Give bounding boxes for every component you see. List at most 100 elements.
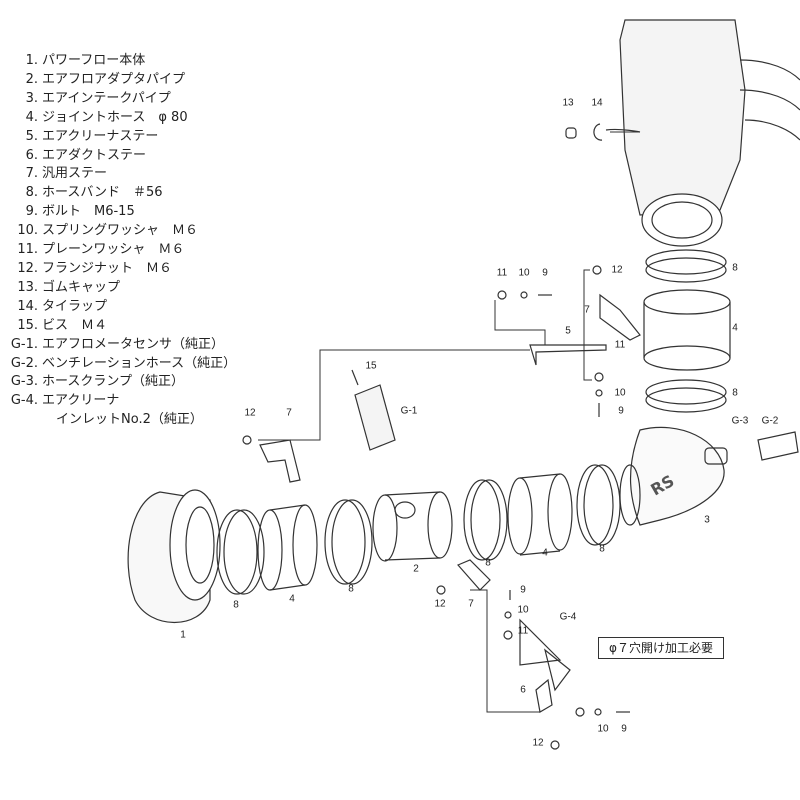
callout-label: 10 — [518, 267, 530, 279]
leader-lines — [258, 131, 640, 713]
callout-label: 9 — [621, 723, 627, 735]
parts-list-item: 4.ジョイントホース φ 80 — [8, 109, 236, 128]
drilling-note: φ７穴開け加工必要 — [598, 637, 724, 659]
callout-label: G-4 — [559, 611, 577, 623]
part-number: 3. — [25, 90, 38, 106]
callout-label: 4 — [542, 547, 548, 559]
parts-list-item: 2.エアフロアダプタパイプ — [8, 71, 236, 90]
parts-list-item: G-4.エアクリーナ — [8, 392, 236, 411]
parts-list-item: 3.エアインテークパイプ — [8, 90, 236, 109]
callout-label: 4 — [732, 322, 738, 334]
part-number: G-2. — [10, 355, 38, 371]
intake-pipe-drawing — [619, 426, 799, 526]
part-name: プレーンワッシャ Ｍ６ — [42, 242, 185, 258]
callout-label: 3 — [704, 514, 710, 526]
callout-label: 8 — [732, 387, 738, 399]
callout-label: 7 — [468, 598, 474, 610]
callout-label: 9 — [542, 267, 548, 279]
part-number: 4. — [25, 109, 38, 125]
part-number: 11. — [17, 242, 38, 258]
callout-label: 12 — [532, 737, 544, 749]
part-number: G-1. — [10, 336, 38, 352]
part-name: パワーフロー本体 — [42, 53, 146, 68]
part-name: エアインテークパイプ — [42, 90, 171, 106]
parts-list-item: 6.エアダクトステー — [8, 147, 236, 166]
part-name: ベンチレーションホース（純正） — [42, 355, 237, 371]
part-name: ジョイントホース φ 80 — [42, 109, 188, 125]
part-number: 2. — [25, 71, 38, 87]
parts-list-item: G-2.ベンチレーションホース（純正） — [8, 355, 236, 374]
part-name: 汎用ステー — [42, 166, 108, 182]
part-number: 14. — [17, 298, 38, 314]
part-name: エアフロアダプタパイプ — [42, 71, 186, 87]
part-number: 6. — [25, 147, 38, 163]
part-number: 1. — [25, 53, 38, 68]
parts-list-item: G-3.ホースクランプ（純正） — [8, 373, 236, 392]
part-name: タイラップ — [42, 298, 108, 314]
part-name: ビス Ｍ４ — [42, 317, 108, 333]
parts-list-item: 5.エアクリーナステー — [8, 128, 236, 147]
callout-label: 10 — [517, 604, 529, 616]
callout-label: 7 — [584, 304, 590, 316]
part-number: 5. — [25, 128, 38, 144]
part-number: 7. — [25, 166, 38, 182]
callout-label: 8 — [348, 583, 354, 595]
parts-list-item: G-1.エアフロメータセンサ（純正） — [8, 336, 236, 355]
callout-label: 2 — [413, 563, 419, 575]
callout-label: 6 — [520, 684, 526, 696]
part-name: スプリングワッシャ Ｍ６ — [42, 223, 199, 239]
throttle-body-drawing — [605, 19, 800, 247]
callout-label: 8 — [599, 543, 605, 555]
part-name: エアフロメータセンサ（純正） — [42, 336, 225, 352]
callout-label: 11 — [517, 625, 529, 637]
callout-label: 1 — [180, 629, 186, 641]
part-name: ホースバンド ＃56 — [42, 185, 163, 201]
parts-list-item: 10.スプリングワッシャ Ｍ６ — [8, 222, 236, 241]
part-name-continuation: インレットNo.2（純正） — [56, 412, 203, 428]
callout-label: G-2 — [761, 415, 779, 427]
parts-list-item: 7.汎用ステー — [8, 165, 236, 184]
part-name: ボルト M6-15 — [42, 204, 135, 220]
callout-label: 11 — [496, 267, 508, 279]
callout-label: 4 — [289, 593, 295, 605]
callout-label: 8 — [485, 557, 491, 569]
callout-label: 12 — [434, 598, 446, 610]
parts-list-item: 14.タイラップ — [8, 298, 236, 317]
part-number: G-4. — [10, 393, 38, 409]
callout-label: G-3 — [731, 415, 749, 427]
callout-label: 8 — [233, 599, 239, 611]
parts-list-item: 13.ゴムキャップ — [8, 279, 236, 298]
callout-label: 9 — [618, 405, 624, 417]
part-number: 9. — [25, 204, 38, 220]
callout-label: 14 — [591, 97, 603, 109]
part-number: 15. — [17, 317, 38, 333]
callout-label: 12 — [611, 264, 623, 276]
parts-list-item: 15.ビス Ｍ４ — [8, 317, 236, 336]
part-name: エアダクトステー — [42, 147, 147, 163]
part-name: ホースクランプ（純正） — [42, 374, 184, 390]
callout-label: 13 — [562, 97, 574, 109]
parts-list-item: 1. パワーフロー本体 — [8, 52, 236, 71]
callout-label: 8 — [732, 262, 738, 274]
callout-label: 7 — [286, 407, 292, 419]
callout-label: 5 — [565, 325, 571, 337]
parts-list-item: 9.ボルト M6-15 — [8, 203, 236, 222]
part-number: 8. — [25, 185, 38, 201]
part-name: エアクリーナステー — [42, 128, 159, 144]
callout-label: 9 — [520, 584, 526, 596]
parts-list-item: 8.ホースバンド ＃56 — [8, 184, 236, 203]
part-name: ゴムキャップ — [42, 279, 121, 295]
part-number: 13. — [17, 279, 38, 295]
parts-list-item: 12.フランジナット Ｍ６ — [8, 260, 236, 279]
callout-label: 15 — [365, 360, 377, 372]
callout-label: 11 — [614, 339, 626, 351]
part-name: エアクリーナ — [42, 393, 120, 409]
part-number: G-3. — [10, 374, 38, 390]
rubber-cap-and-tie-wrap — [565, 123, 603, 141]
part-name: フランジナット Ｍ６ — [42, 260, 173, 276]
part-number: 12. — [17, 260, 38, 276]
callout-label: 10 — [614, 387, 626, 399]
